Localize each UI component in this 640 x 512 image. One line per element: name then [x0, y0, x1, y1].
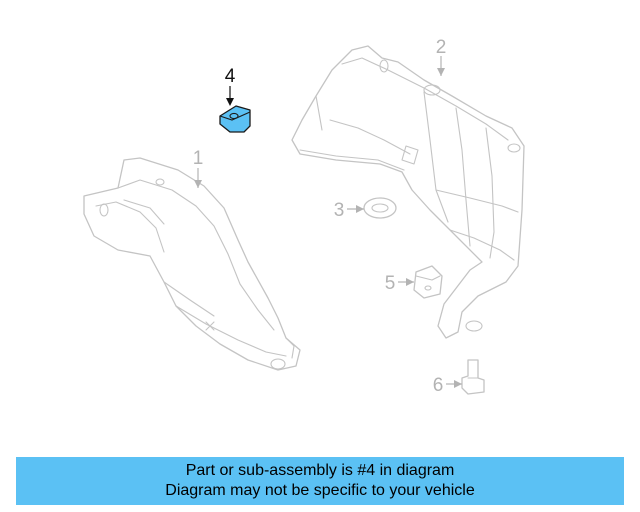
- part-2-bracket[interactable]: [291, 45, 525, 339]
- callout-2[interactable]: 2: [436, 37, 447, 58]
- callout-6[interactable]: 6: [433, 375, 444, 396]
- callout-1[interactable]: 1: [193, 148, 204, 169]
- part-5-bracket[interactable]: [413, 265, 443, 299]
- callout-5[interactable]: 5: [385, 273, 396, 294]
- banner-line-part-number: Part or sub-assembly is #4 in diagram: [185, 462, 455, 479]
- callout-4[interactable]: 4: [225, 66, 236, 87]
- leader-lines: [194, 56, 462, 388]
- part-1-bracket[interactable]: [83, 157, 301, 371]
- info-banner: Part or sub-assembly is #4 in diagram Di…: [16, 457, 624, 505]
- part-3-grommet[interactable]: [363, 197, 397, 219]
- parts-diagram: 1 2 3 4 5 6: [83, 37, 525, 396]
- part-6-bolt[interactable]: [461, 359, 485, 395]
- banner-line-disclaimer: Diagram may not be specific to your vehi…: [165, 482, 475, 499]
- part-4-insulator[interactable]: [219, 105, 251, 133]
- callout-3[interactable]: 3: [334, 200, 345, 221]
